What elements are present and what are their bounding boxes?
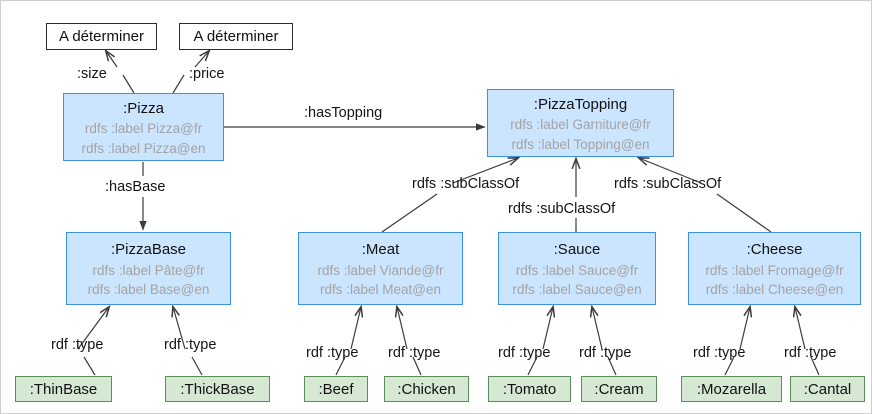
edge-label-subclassof-cheese: rdfs :subClassOf <box>614 176 722 192</box>
edge-label-type-chicken: rdf :type <box>388 345 441 361</box>
class-label-en: rdfs :label Pizza@en <box>81 140 206 156</box>
class-label-fr: rdfs :label Pizza@fr <box>84 121 203 137</box>
instance-name: :Mozarella <box>696 380 767 398</box>
edge-label-type-thickbase: rdf :type <box>164 337 217 353</box>
edge-label-subclassof-meat: rdfs :subClassOf <box>412 176 520 192</box>
class-node-cheese[interactable]: :Cheese rdfs :label Fromage@fr rdfs :lab… <box>688 232 861 305</box>
instance-node-thickbase[interactable]: :ThickBase <box>165 376 270 402</box>
class-name: :Pizza <box>123 99 164 117</box>
class-name: :Meat <box>361 241 400 259</box>
class-node-meat[interactable]: :Meat rdfs :label Viande@fr rdfs :label … <box>298 232 463 305</box>
class-name: :PizzaBase <box>110 241 187 259</box>
class-label-en: rdfs :label Topping@en <box>511 136 650 152</box>
instance-node-beef[interactable]: :Beef <box>304 376 368 402</box>
class-name: :Cheese <box>746 241 803 259</box>
instance-node-mozarella[interactable]: :Mozarella <box>681 376 782 402</box>
class-label-fr: rdfs :label Sauce@fr <box>515 262 639 278</box>
instance-name: :Tomato <box>502 380 557 398</box>
edge-label-type-tomato: rdf :type <box>498 345 551 361</box>
class-label-en: rdfs :label Cheese@en <box>705 282 844 298</box>
class-node-pizzatopping[interactable]: :PizzaTopping rdfs :label Garniture@fr r… <box>487 89 674 157</box>
instance-name: :Chicken <box>397 380 456 398</box>
edge-label-type-mozarella: rdf :type <box>693 345 746 361</box>
class-label-fr: rdfs :label Viande@fr <box>317 262 444 278</box>
instance-node-chicken[interactable]: :Chicken <box>384 376 469 402</box>
datatype-node-price[interactable]: A déterminer <box>179 23 293 50</box>
instance-name: :Cream <box>594 380 644 398</box>
edge-label-type-cream: rdf :type <box>579 345 632 361</box>
edge-label-subclassof-sauce: rdfs :subClassOf <box>508 201 616 217</box>
datatype-node-label: A déterminer <box>193 28 279 45</box>
instance-node-tomato[interactable]: :Tomato <box>488 376 571 402</box>
class-name: :Sauce <box>553 241 601 259</box>
class-label-en: rdfs :label Base@en <box>87 282 210 298</box>
edge-label-size: :size <box>77 66 107 82</box>
datatype-node-size[interactable]: A déterminer <box>46 23 157 50</box>
edge-label-type-cantal: rdf :type <box>784 345 837 361</box>
class-name: :PizzaTopping <box>533 95 628 113</box>
class-label-en: rdfs :label Sauce@en <box>512 282 642 298</box>
instance-name: :Cantal <box>803 380 852 398</box>
class-label-fr: rdfs :label Fromage@fr <box>705 262 844 278</box>
instance-node-cream[interactable]: :Cream <box>581 376 657 402</box>
class-label-fr: rdfs :label Garniture@fr <box>510 117 651 133</box>
class-node-pizza[interactable]: :Pizza rdfs :label Pizza@fr rdfs :label … <box>63 93 224 161</box>
class-label-fr: rdfs :label Pâte@fr <box>92 262 205 278</box>
class-node-sauce[interactable]: :Sauce rdfs :label Sauce@fr rdfs :label … <box>498 232 656 305</box>
edge-label-hasbase: :hasBase <box>105 179 166 195</box>
datatype-node-label: A déterminer <box>58 28 145 45</box>
edge-label-type-thinbase: rdf :type <box>51 337 104 353</box>
class-label-en: rdfs :label Meat@en <box>319 282 441 298</box>
instance-node-cantal[interactable]: :Cantal <box>790 376 865 402</box>
instance-name: :ThickBase <box>180 380 255 398</box>
instance-node-thinbase[interactable]: :ThinBase <box>15 376 112 402</box>
instance-name: :Beef <box>318 380 354 398</box>
instance-name: :ThinBase <box>29 380 98 398</box>
edge-label-type-beef: rdf :type <box>306 345 359 361</box>
class-node-pizzabase[interactable]: :PizzaBase rdfs :label Pâte@fr rdfs :lab… <box>66 232 231 305</box>
edge-label-hastopping: :hasTopping <box>304 105 383 121</box>
edge-label-price: :price <box>189 66 225 82</box>
